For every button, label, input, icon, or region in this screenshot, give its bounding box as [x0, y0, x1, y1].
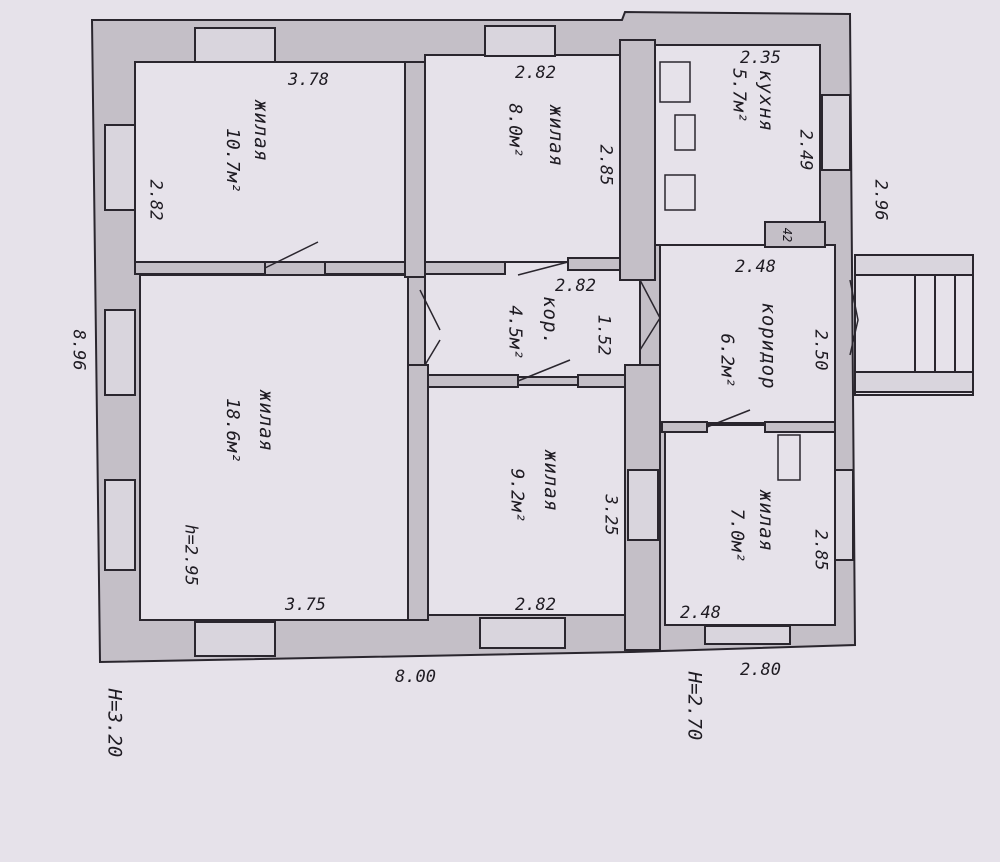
- window: [834, 469, 854, 561]
- room-name: кухня: [755, 69, 778, 133]
- window: [194, 621, 276, 657]
- interior-wall: [764, 221, 826, 248]
- room-area: 10.7м²: [222, 127, 244, 194]
- room-living-18-6: [139, 274, 409, 621]
- dim-label: 2.49: [795, 129, 816, 171]
- room-area: 5.7м²: [728, 68, 750, 123]
- dim-label: 3.75: [285, 595, 326, 615]
- interior-wall: [407, 364, 429, 621]
- dim-label: 3.25: [600, 494, 621, 536]
- room-area: 8.0м²: [504, 103, 526, 158]
- interior-wall: [661, 421, 708, 433]
- room-name: жилая: [755, 489, 778, 553]
- room-name: жилая: [545, 104, 568, 168]
- dim-label: 2.82: [145, 179, 166, 221]
- outer-dim-right: 2.96: [870, 179, 891, 221]
- interior-wall: [764, 421, 836, 433]
- window: [627, 469, 659, 541]
- room-name: жилая: [255, 389, 278, 453]
- window: [194, 27, 276, 63]
- outer-dim-left: 8.96: [68, 329, 89, 371]
- window: [484, 25, 556, 57]
- window: [479, 617, 566, 649]
- room-living-7-0: [664, 424, 836, 626]
- dim-label: 2.82: [515, 595, 556, 615]
- dim-label: 2.85: [810, 529, 831, 571]
- room-living-10-7: [134, 61, 406, 263]
- room-corridor: [659, 244, 836, 424]
- room-area: 7.0м²: [726, 508, 748, 563]
- dim-label: 3.78: [288, 70, 329, 90]
- room-living-8-0: [424, 54, 621, 263]
- room-name: коридор: [757, 302, 780, 390]
- room-name: кор.: [538, 296, 561, 346]
- dim-label: 2.48: [680, 603, 721, 623]
- dim-label: 42: [780, 227, 795, 243]
- room-area: 4.5м²: [504, 305, 526, 360]
- window: [704, 625, 791, 645]
- window: [104, 124, 136, 211]
- interior-wall: [619, 39, 656, 281]
- interior-wall: [427, 374, 519, 388]
- room-area: 18.6м²: [222, 397, 244, 464]
- window: [104, 309, 136, 396]
- window: [104, 479, 136, 571]
- interior-wall: [134, 261, 266, 275]
- interior-wall: [577, 374, 629, 388]
- height-main: H=3.20: [103, 688, 126, 758]
- dim-label: 2.82: [555, 276, 596, 296]
- dim-label: 2.82: [515, 63, 556, 83]
- room-area: 6.2м²: [716, 333, 738, 388]
- room-name: жилая: [540, 449, 563, 513]
- dim-label: 2.35: [740, 48, 781, 68]
- room-living-9-2: [427, 384, 626, 616]
- dim-label: 1.52: [593, 314, 614, 356]
- interior-wall: [404, 61, 426, 278]
- room-name: жилая: [250, 99, 273, 163]
- outer-dim-bottom-right: 2.80: [740, 660, 781, 680]
- room-corridor-small: [424, 261, 641, 378]
- dim-label: 2.48: [735, 257, 776, 277]
- dim-label: 2.50: [810, 329, 831, 371]
- outer-dim-bottom: 8.00: [395, 667, 436, 687]
- ceiling-height: h=2.95: [180, 524, 201, 586]
- dim-label: 2.85: [595, 144, 616, 186]
- window: [821, 94, 851, 171]
- height-annex: H=2.70: [683, 671, 706, 741]
- room-area: 9.2м²: [506, 468, 528, 523]
